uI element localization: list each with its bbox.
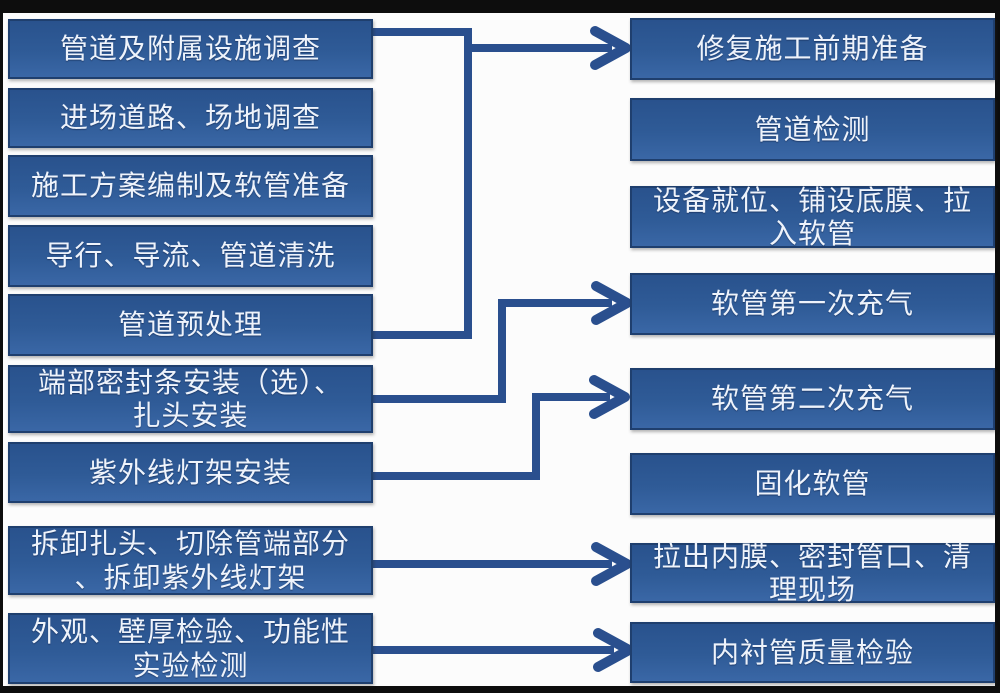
node-remove-packer-cut-pipe-end: 拆卸扎头、切除管端部分 、拆卸紫外线灯架 bbox=[8, 526, 373, 595]
node-pipe-facility-survey: 管道及附属设施调查 bbox=[8, 19, 373, 79]
node-pipe-inspection: 管道检测 bbox=[630, 98, 995, 161]
node-equipment-film-liner-pullin: 设备就位、铺设底膜、拉 入软管 bbox=[630, 185, 995, 249]
node-uv-lamp-frame-install: 紫外线灯架安装 bbox=[8, 442, 373, 503]
node-appearance-thickness-function-test: 外观、壁厚检验、功能性 实验检测 bbox=[8, 613, 373, 684]
node-plan-and-liner-preparation: 施工方案编制及软管准备 bbox=[8, 155, 373, 217]
node-pipe-pretreatment: 管道预处理 bbox=[8, 294, 373, 356]
node-access-road-site-survey: 进场道路、场地调查 bbox=[8, 88, 373, 148]
node-diversion-pipe-cleaning: 导行、导流、管道清洗 bbox=[8, 225, 373, 287]
node-first-inflation: 软管第一次充气 bbox=[630, 273, 995, 335]
node-second-inflation: 软管第二次充气 bbox=[630, 368, 995, 430]
node-liner-quality-inspection: 内衬管质量检验 bbox=[630, 622, 995, 683]
node-repair-preparation: 修复施工前期准备 bbox=[630, 18, 995, 80]
node-cure-liner: 固化软管 bbox=[630, 453, 995, 515]
node-end-seal-and-packer-install: 端部密封条安装（选）、 扎头安装 bbox=[8, 365, 373, 433]
node-pullout-film-seal-cleanup: 拉出内膜、密封管口、清 理现场 bbox=[630, 541, 995, 605]
